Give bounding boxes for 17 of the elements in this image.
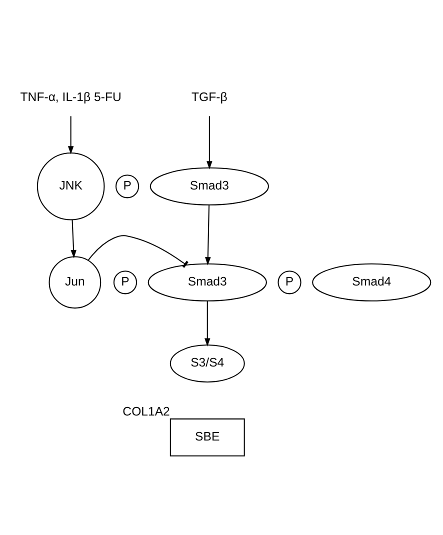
node-box: SBE — [170, 418, 245, 456]
node-circle: JNK — [36, 152, 105, 220]
node-ellipse: Smad4 — [312, 263, 432, 302]
node-circle: P — [113, 270, 138, 294]
node-circle: P — [116, 174, 140, 198]
arrow — [70, 220, 76, 258]
node-circle: P — [278, 270, 302, 294]
node-text: TNF-α, IL-1β 5-FU — [20, 90, 122, 104]
node-circle: Jun — [48, 256, 102, 309]
node-ellipse: S3/S4 — [170, 344, 245, 382]
node-ellipse: Smad3 — [150, 167, 269, 206]
arrow — [205, 205, 211, 266]
arrow — [204, 300, 210, 347]
node-label: COL1A2 — [122, 404, 170, 418]
arrow — [68, 116, 74, 154]
node-text: TGF-β — [192, 90, 228, 104]
arrow — [206, 116, 212, 170]
